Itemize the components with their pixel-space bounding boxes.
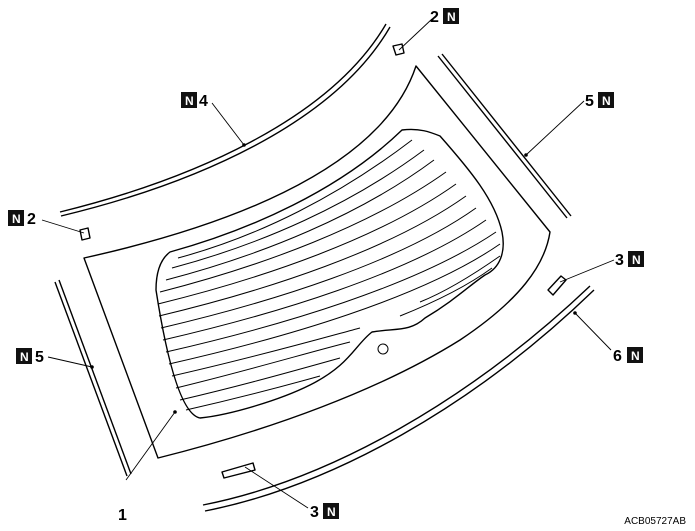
callout-5-left: N 5 [16, 348, 44, 366]
callout-3-bottom-number: 3 [310, 504, 319, 521]
new-part-badge [323, 503, 339, 519]
left-side-molding [54, 279, 132, 477]
new-part-mark: N [632, 253, 641, 267]
callout-5-left-number: 5 [35, 349, 44, 366]
new-part-badge [598, 92, 614, 108]
callout-1-number: 1 [118, 507, 127, 524]
callout-6-number: 6 [613, 348, 622, 365]
callout-5-right-number: 5 [585, 93, 594, 110]
new-part-mark: N [185, 94, 194, 108]
new-part-mark: N [20, 350, 29, 364]
new-part-badge [443, 8, 459, 24]
callout-3-right-number: 3 [615, 252, 624, 269]
callout-2-left: N 2 [8, 210, 36, 228]
callout-3-right: 3 N [615, 251, 644, 269]
right-side-molding [437, 53, 572, 219]
new-part-badge [628, 251, 644, 267]
callout-5-right: 5 N [585, 92, 614, 110]
callout-2-top: 2 N [430, 8, 459, 26]
clip-right [547, 275, 567, 296]
new-part-badge [627, 347, 643, 363]
callout-2-top-number: 2 [430, 9, 439, 26]
new-part-mark: N [631, 349, 640, 363]
new-part-badge [8, 210, 24, 226]
new-part-mark: N [327, 505, 336, 519]
callout-6: 6 N [613, 347, 643, 365]
callout-2-left-number: 2 [27, 211, 36, 228]
callout-3-bottom: 3 N [310, 503, 339, 521]
new-part-mark: N [602, 94, 611, 108]
new-part-mark: N [447, 10, 456, 24]
callout-4-number: 4 [199, 93, 208, 110]
new-part-mark: N [12, 212, 21, 226]
upper-molding [59, 23, 391, 217]
figure-code: ACB05727AB [624, 516, 686, 527]
callout-4: N 4 [181, 92, 208, 110]
lower-molding [202, 285, 595, 512]
clip-upper-right [392, 43, 405, 56]
clip-lower [221, 462, 256, 479]
clip-upper-left [79, 227, 91, 241]
new-part-badge [181, 92, 197, 108]
new-part-badge [16, 348, 32, 364]
leader-lines [41, 18, 615, 509]
rear-glass [83, 65, 551, 459]
